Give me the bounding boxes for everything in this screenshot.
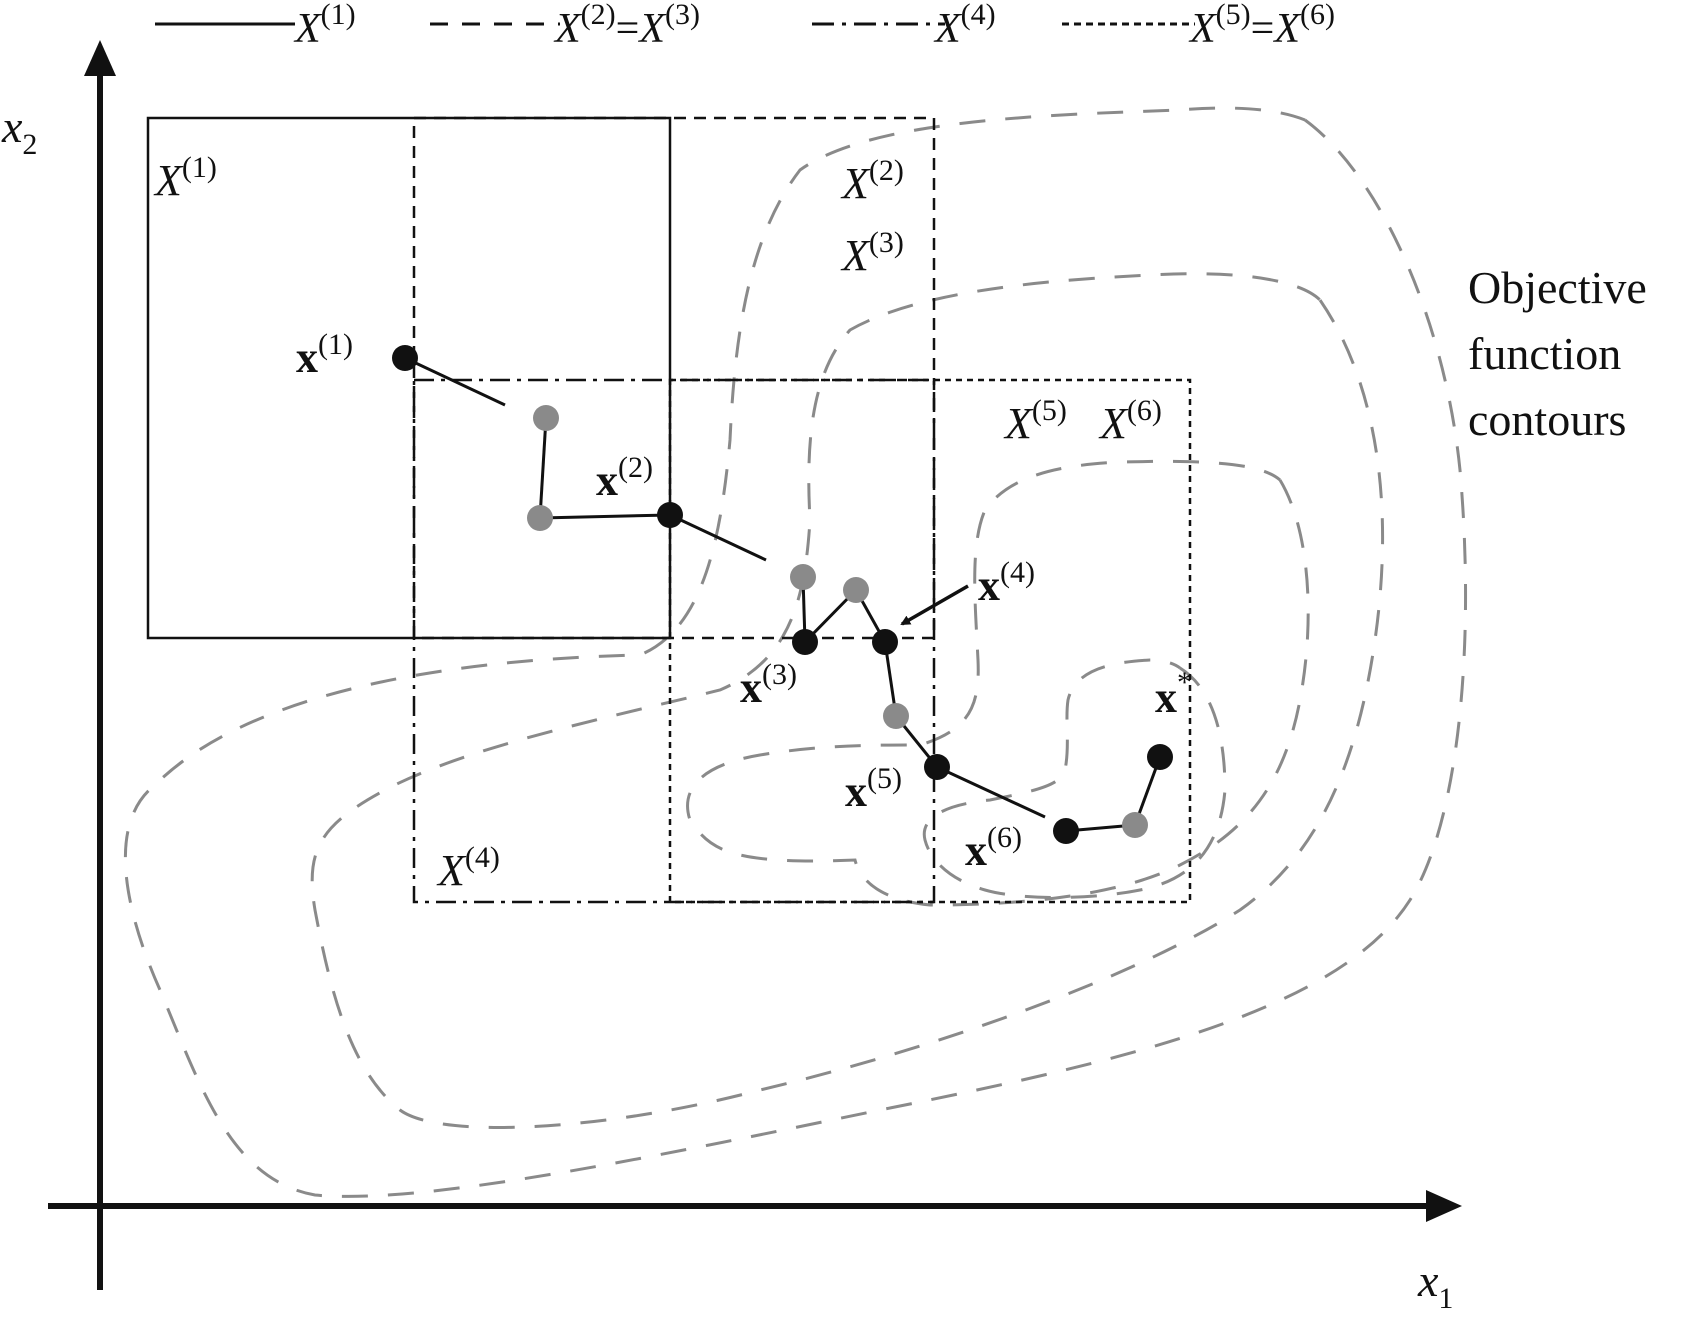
path-seg-g1-g2 xyxy=(538,417,548,519)
axes: x2 x1 xyxy=(1,40,1462,1315)
iterate-x3 xyxy=(792,629,818,655)
trial-point xyxy=(1122,812,1148,838)
x-axis-arrowhead xyxy=(1426,1190,1462,1222)
arrow-x4 xyxy=(900,584,969,626)
legend-label-1: X(1) xyxy=(293,0,356,52)
iterate-path xyxy=(404,356,1162,833)
trial-points xyxy=(527,405,1148,838)
contour-note-line-1: Objective xyxy=(1468,262,1647,313)
legend-label-4: X(4) xyxy=(933,0,996,52)
iterate-label-x4: x(4) xyxy=(978,556,1035,610)
x-axis-label: x1 xyxy=(1417,1255,1453,1314)
contour-note-line-2: function xyxy=(1468,328,1621,379)
contour-note-line-3: contours xyxy=(1468,394,1626,445)
iterate-labels: x(1) x(2) x(3) x(4) x(5) x(6) x* xyxy=(296,328,1192,875)
path-seg-x5-x6 xyxy=(936,765,1046,819)
y-axis-label: x2 xyxy=(1,101,37,161)
y-axis-arrowhead xyxy=(84,40,116,76)
contour-2 xyxy=(310,272,1385,1129)
path-seg-x1-out xyxy=(404,356,506,407)
region-label-X5: X(5) xyxy=(1003,394,1067,448)
objective-contours xyxy=(123,106,1468,1198)
iterate-x5 xyxy=(924,754,950,780)
contour-inner xyxy=(922,658,1227,899)
iterate-x6 xyxy=(1053,818,1079,844)
region-X1 xyxy=(146,116,672,640)
path-seg-g2-x2 xyxy=(539,513,671,520)
region-label-X4: X(4) xyxy=(436,841,500,895)
trial-point xyxy=(883,703,909,729)
region-label-X1: X(1) xyxy=(153,151,217,205)
iterate-x2 xyxy=(657,502,683,528)
iterate-label-x1: x(1) xyxy=(296,328,353,382)
region-labels: X(1) X(2) X(3) X(4) X(5) X(6) xyxy=(153,151,1162,895)
region-label-X3: X(3) xyxy=(840,226,904,280)
contour-outer xyxy=(123,106,1468,1198)
trust-regions xyxy=(146,116,1192,904)
contour-annotation: Objective function contours xyxy=(1468,262,1647,445)
iterate-label-x3: x(3) xyxy=(740,658,797,712)
iterate-label-xstar: x* xyxy=(1155,666,1192,722)
contour-3 xyxy=(686,459,1310,907)
iterate-x4 xyxy=(872,629,898,655)
region-X5-X6 xyxy=(668,378,1192,904)
iterate-x1 xyxy=(392,345,418,371)
legend-label-2: X(2)=X(3) xyxy=(553,0,700,52)
region-label-X2: X(2) xyxy=(840,154,904,208)
legend: X(1) X(2)=X(3) X(4) X(5)=X(6) xyxy=(155,0,1335,52)
trial-point xyxy=(843,577,869,603)
region-X4 xyxy=(412,378,936,904)
trial-point xyxy=(527,505,553,531)
iterate-xstar xyxy=(1147,744,1173,770)
legend-label-5: X(5)=X(6) xyxy=(1188,0,1335,52)
iterate-label-x5: x(5) xyxy=(845,762,902,816)
region-X2-X3 xyxy=(412,116,936,640)
iterate-label-x2: x(2) xyxy=(596,451,653,505)
trial-point xyxy=(533,405,559,431)
path-seg-x2-out xyxy=(669,513,767,562)
region-label-X6: X(6) xyxy=(1098,394,1162,448)
iterate-points xyxy=(392,345,1173,844)
iterate-label-x6: x(6) xyxy=(965,821,1022,875)
trial-point xyxy=(790,564,816,590)
